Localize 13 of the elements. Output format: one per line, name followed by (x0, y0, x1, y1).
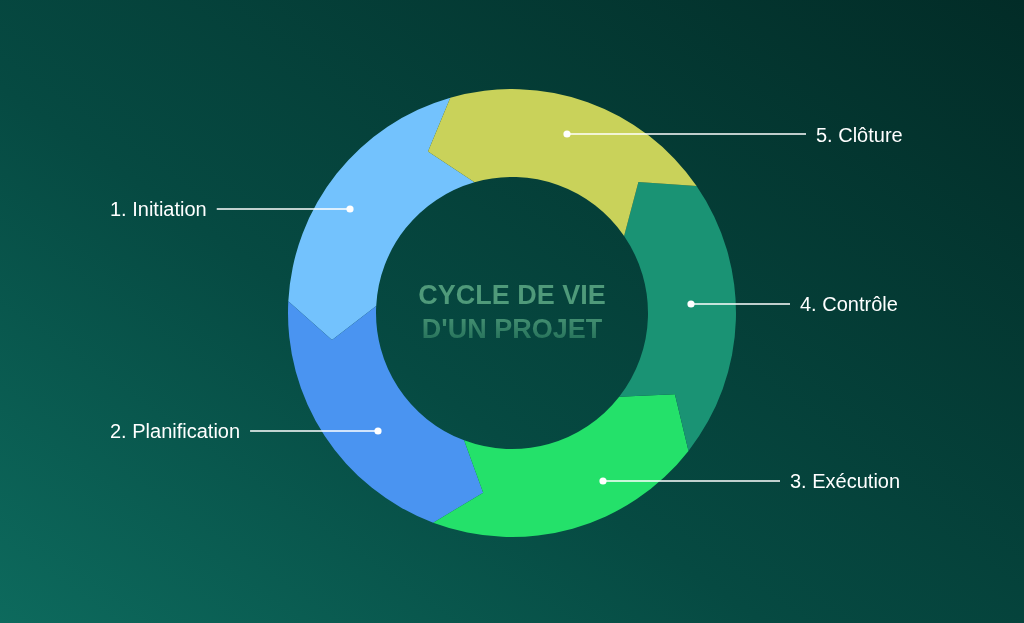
leader-line (563, 130, 807, 138)
stage-label: 2. Planification (110, 419, 241, 443)
ring-arrow-segment (619, 182, 736, 451)
stage-label: 4. Contrôle (800, 292, 898, 316)
stage-label: 1. Initiation (110, 197, 207, 221)
stage-label: 5. Clôture (816, 123, 903, 147)
stage-label: 3. Exécution (790, 469, 901, 493)
leader-line (599, 477, 781, 485)
leader-line (687, 300, 791, 308)
ring-arrow-segment (433, 394, 689, 537)
leader-line (249, 427, 382, 435)
leader-line (216, 205, 354, 213)
ring-arrow-segment (428, 89, 697, 236)
